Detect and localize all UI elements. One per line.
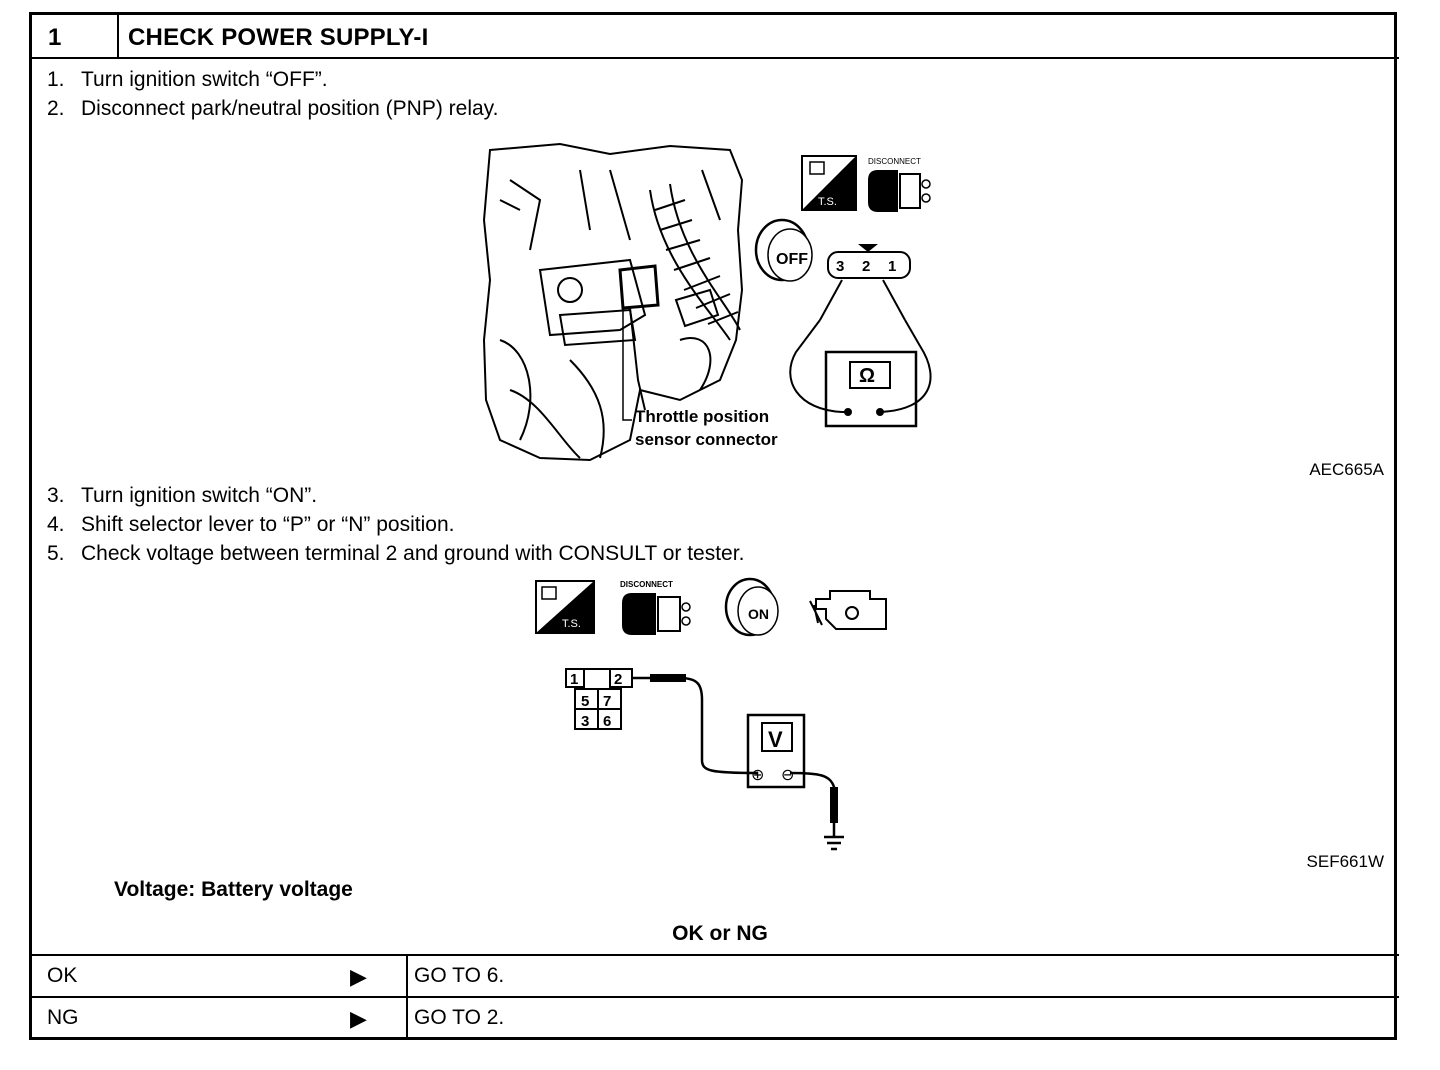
disconnect-icon-2: DISCONNECT: [620, 580, 691, 635]
svg-text:3: 3: [581, 713, 589, 730]
ts-icon: T.S.: [801, 155, 857, 211]
figure-engine-connector: T.S. DISCONNECT OFF 3 2 1 Ω: [482, 142, 932, 462]
svg-text:DISCONNECT: DISCONNECT: [868, 157, 921, 166]
result-divider-mid: [29, 996, 1399, 998]
result-ok-action: GO TO 6.: [414, 964, 505, 987]
header-column-divider: [117, 12, 119, 58]
ignition-on-icon: ON: [724, 577, 779, 637]
instruction-3: 3.Turn ignition switch “ON”.: [47, 484, 318, 507]
figure1-code: AEC665A: [1309, 460, 1384, 479]
header-divider: [29, 57, 1399, 59]
svg-text:1: 1: [570, 671, 578, 688]
instruction-5: 5.Check voltage between terminal 2 and g…: [47, 542, 745, 565]
instruction-2: 2.Disconnect park/neutral position (PNP)…: [47, 97, 499, 120]
step-number: 1: [48, 24, 62, 51]
svg-text:2: 2: [614, 671, 622, 688]
engine-icon: [809, 590, 887, 630]
result-heading: OK or NG: [672, 922, 768, 945]
svg-text:T.S.: T.S.: [562, 618, 581, 630]
connector-terminal-grid: 1 2 5 7 3 6: [565, 668, 633, 730]
negative-terminal-icon: ⊖: [781, 765, 794, 784]
voltage-spec: Voltage: Battery voltage: [114, 878, 353, 901]
positive-terminal-icon: ⊕: [751, 765, 764, 784]
ground-probe: [830, 787, 838, 823]
svg-text:5: 5: [581, 693, 589, 710]
svg-text:6: 6: [603, 713, 611, 730]
figure-voltage-check: T.S. DISCONNECT ON 1 2 5 7 3 6: [535, 577, 887, 851]
svg-text:T.S.: T.S.: [818, 196, 837, 208]
instruction-4: 4.Shift selector lever to “P” or “N” pos…: [47, 513, 455, 536]
svg-text:OFF: OFF: [776, 251, 808, 268]
svg-text:DISCONNECT: DISCONNECT: [620, 580, 673, 589]
ts-icon-2: T.S.: [535, 580, 595, 634]
callout-throttle-line2: sensor connector: [635, 430, 778, 449]
instruction-1: 1.Turn ignition switch “OFF”.: [47, 68, 328, 91]
probe-tip: [650, 674, 686, 682]
step-title: CHECK POWER SUPPLY-I: [128, 24, 429, 51]
result-divider-top: [29, 954, 1399, 956]
result-ok-label: OK: [47, 964, 78, 987]
svg-text:1: 1: [888, 258, 896, 275]
procedure-frame: [29, 12, 1397, 1040]
result-ok-arrow-icon: ▶: [350, 964, 367, 989]
figure2-code: SEF661W: [1306, 852, 1384, 871]
result-ng-action: GO TO 2.: [414, 1006, 505, 1029]
svg-text:ON: ON: [748, 606, 769, 622]
ignition-off-icon: OFF: [754, 218, 813, 282]
callout-throttle-line1: Throttle position: [635, 407, 770, 426]
svg-text:2: 2: [862, 258, 870, 275]
result-column-divider: [406, 954, 408, 1040]
voltmeter-symbol: V: [768, 727, 783, 752]
result-ng-arrow-icon: ▶: [350, 1006, 367, 1031]
disconnect-icon: DISCONNECT: [868, 157, 931, 212]
svg-text:7: 7: [603, 693, 611, 710]
svg-text:3: 3: [836, 258, 844, 275]
connector-terminals: 3 2 1: [827, 244, 911, 279]
result-ng-label: NG: [47, 1006, 79, 1029]
ohmmeter-symbol: Ω: [859, 365, 875, 387]
